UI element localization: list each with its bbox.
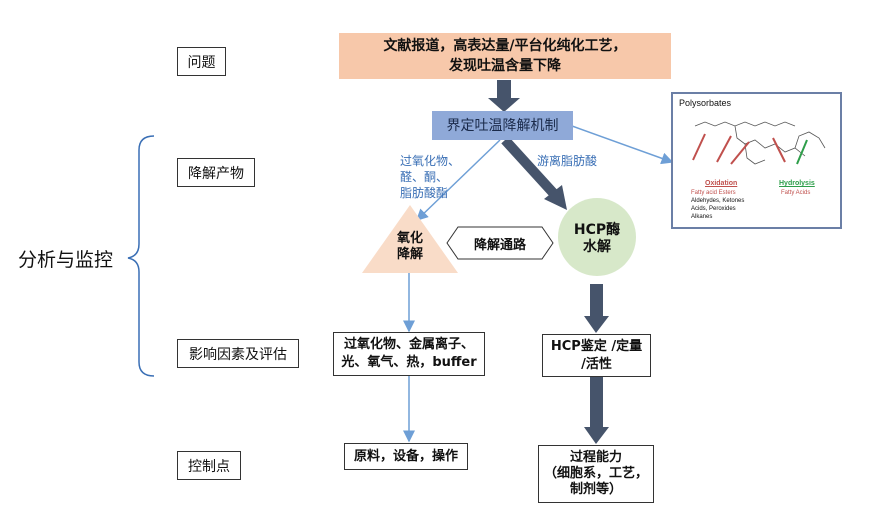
hcp-hydrolysis-circle [558, 198, 636, 276]
hcp-hydrolysis-label: HCP酶 水解 [573, 222, 621, 255]
mechanism-box: 界定吐温降解机制 [432, 111, 573, 140]
row-label-problem: 问题 [177, 47, 226, 76]
arrow-mechanism-to-oxidation [415, 139, 501, 222]
free-fatty-acid-label: 游离脂肪酸 [537, 154, 598, 168]
row-label-degradation-products: 降解产物 [177, 158, 255, 187]
pathway-hexagon [446, 226, 554, 260]
degradation-pathway-label: 降解通路 [473, 238, 526, 253]
row-label-influence-factors: 影响因素及评估 [177, 339, 299, 368]
hcp-identification-box: HCP鉴定 /定量 /活性 [542, 334, 651, 377]
row-label-control-points: 控制点 [177, 451, 241, 480]
analysis-monitoring-label: 分析与监控 [18, 249, 114, 271]
hydrolysis-sub: Fatty Acids [781, 190, 811, 196]
arrow-hcpbox-to-process [584, 377, 609, 444]
process-capability-box: 过程能力 （细胞系，工艺， 制剂等） [538, 445, 654, 503]
oxidation-sub-3: Acids, Peroxides [691, 206, 736, 212]
polysorbates-inset: Polysorbates Oxidation Fatty acid Esters… [671, 92, 842, 229]
oxidation-triangle [362, 205, 458, 273]
polysorbate-structure [692, 121, 826, 165]
inset-title: Polysorbates [679, 98, 732, 108]
materials-equipment-box: 原料，设备，操作 [344, 443, 468, 470]
oxidation-degradation-label: 氧化 降解 [396, 231, 423, 262]
arrow-top-to-mechanism [488, 80, 520, 112]
influence-factors-box: 过氧化物、金属离子、 光、氧气、热，buffer [333, 332, 485, 376]
oxidation-sub-1: Fatty acid Esters [691, 190, 736, 196]
oxidation-products-label: 过氧化物、 醛、酮、 脂肪酸酯 [400, 154, 461, 200]
arrow-mechanism-to-inset [571, 125, 674, 165]
oxidation-inset-label: Oxidation [705, 180, 738, 187]
top-problem-box: 文献报道，高表达量/平台化纯化工艺， 发现吐温含量下降 [339, 33, 671, 79]
arrow-hcp-to-hcpbox [584, 284, 609, 333]
oxidation-sub-4: Alkanes [691, 214, 713, 220]
left-brace [127, 135, 155, 377]
arrow-mechanism-to-hcp [501, 136, 567, 210]
oxidation-sub-2: Aldehydes, Ketones [691, 198, 745, 204]
hydrolysis-inset-label: Hydrolysis [779, 180, 815, 187]
